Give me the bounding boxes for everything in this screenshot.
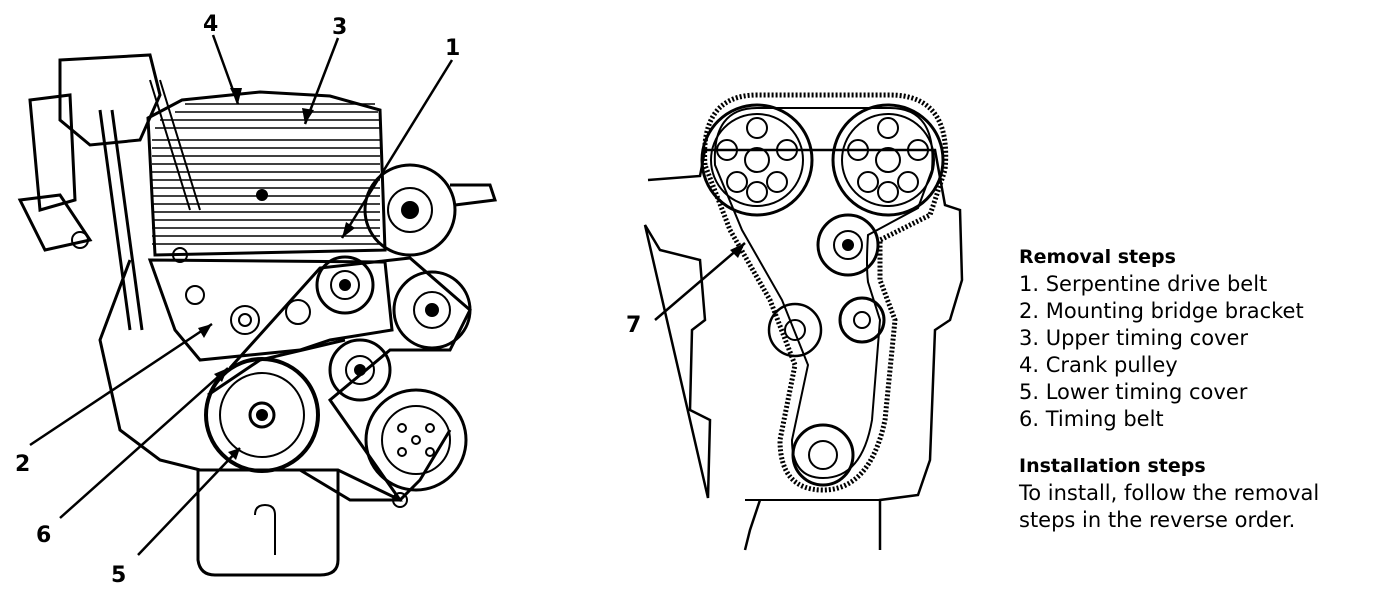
installation-line: steps in the reverse order. bbox=[1019, 508, 1296, 532]
callout-2: 2 bbox=[15, 452, 31, 477]
callout-6: 6 bbox=[36, 523, 52, 548]
engine-front-view bbox=[17, 53, 498, 577]
removal-step: 2. Mounting bridge bracket bbox=[1019, 299, 1304, 323]
removal-step: 4. Crank pulley bbox=[1019, 353, 1178, 377]
callout-4: 4 bbox=[203, 12, 219, 37]
cover-ribs bbox=[152, 103, 380, 245]
removal-step: 1. Serpentine drive belt bbox=[1019, 272, 1268, 296]
removal-step: 6. Timing belt bbox=[1019, 407, 1164, 431]
callout-1: 1 bbox=[445, 36, 461, 61]
removal-step: 3. Upper timing cover bbox=[1019, 326, 1249, 350]
steps-panel: Removal steps 1. Serpentine drive belt 2… bbox=[1019, 244, 1369, 534]
removal-step: 5. Lower timing cover bbox=[1019, 380, 1248, 404]
installation-line: To install, follow the removal bbox=[1019, 481, 1320, 505]
installation-heading: Installation steps bbox=[1019, 455, 1206, 477]
leader-lines-middle bbox=[654, 242, 746, 321]
removal-heading: Removal steps bbox=[1019, 246, 1176, 268]
callout-3: 3 bbox=[332, 15, 348, 40]
leader-lines-left bbox=[29, 34, 454, 556]
timing-belt-view bbox=[643, 92, 964, 551]
callout-7: 7 bbox=[626, 313, 642, 338]
callout-5: 5 bbox=[111, 563, 127, 588]
